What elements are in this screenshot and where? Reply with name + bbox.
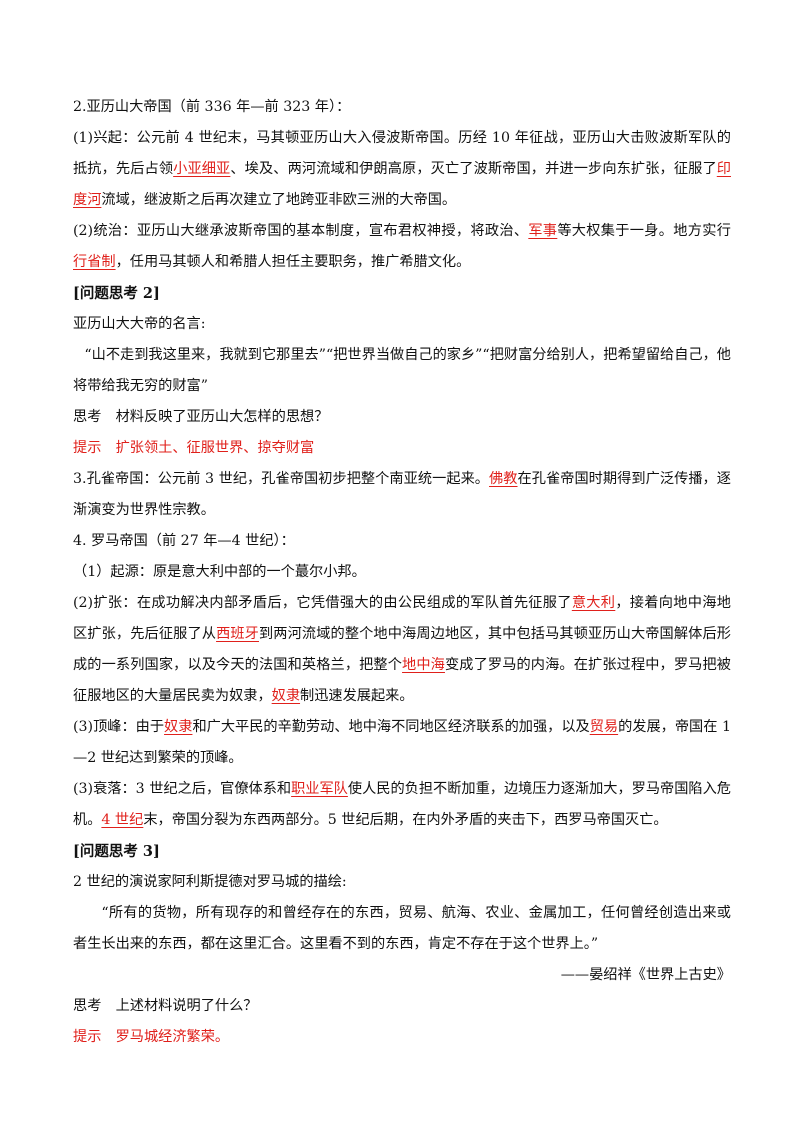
- question-3-hint: 提示 罗马城经济繁荣。: [73, 1029, 230, 1045]
- section-4-expand: (2)扩张：在成功解决内部矛盾后，它凭借强大的由公民组成的军队首先征服了意大利，…: [73, 595, 731, 704]
- keyword-slavery: 奴隶: [271, 688, 301, 704]
- question-2-heading: [问题思考 2]: [73, 285, 160, 302]
- section-3: 3.孔雀帝国：公元前 3 世纪，孔雀帝国初步把整个南亚统一起来。佛教在孔雀帝国时…: [73, 471, 731, 518]
- keyword-professional-army: 职业军队: [291, 781, 348, 797]
- section-4-peak: (3)顶峰：由于奴隶和广大平民的辛勤劳动、地中海不同地区经济联系的加强，以及贸易…: [73, 719, 731, 766]
- question-3-heading: [问题思考 3]: [73, 843, 160, 860]
- keyword-italy: 意大利: [571, 595, 616, 611]
- question-2-intro: 亚历山大大帝的名言:: [73, 316, 206, 332]
- section-4-title: 4. 罗马帝国（前 27 年—4 世纪）：: [73, 533, 295, 549]
- keyword-spain: 西班牙: [216, 626, 259, 642]
- keyword-trade: 贸易: [589, 719, 619, 735]
- keyword-mediterranean: 地中海: [402, 657, 445, 673]
- section-4-origin: （1）起源：原是意大利中部的一个蕞尔小邦。: [73, 564, 366, 580]
- question-3-intro: 2 世纪的演说家阿利斯提德对罗马城的描绘:: [73, 874, 347, 890]
- question-3-think: 思考 上述材料说明了什么？: [73, 998, 258, 1014]
- question-2-think: 思考 材料反映了亚历山大怎样的思想？: [73, 409, 329, 425]
- section-2-rule: (2)统治：亚历山大继承波斯帝国的基本制度，宣布君权神授，将政治、军事等大权集于…: [73, 223, 731, 270]
- keyword-4th-century: 4 世纪: [101, 812, 144, 828]
- section-4-decline: (3)衰落：3 世纪之后，官僚体系和职业军队使人民的负担不断加重，边境压力逐渐加…: [73, 781, 731, 828]
- keyword-slaves: 奴隶: [164, 719, 193, 735]
- keyword-indus: 印度河: [73, 161, 731, 208]
- section-2-rise: (1)兴起：公元前 4 世纪末，马其顿亚历山大入侵波斯帝国。历经 10 年征战，…: [73, 130, 731, 208]
- section-2-title: 2.亚历山大帝国（前 336 年—前 323 年）：: [73, 99, 351, 115]
- document-body: 2.亚历山大帝国（前 336 年—前 323 年）： (1)兴起：公元前 4 世…: [73, 92, 731, 1053]
- keyword-asia-minor: 小亚细亚: [173, 161, 231, 177]
- keyword-military: 军事: [528, 223, 558, 239]
- question-3-source: ——晏绍祥《世界上古史》: [560, 967, 731, 983]
- question-3-quote: “所有的货物，所有现存的和曾经存在的东西，贸易、航海、农业、金属加工，任何曾经创…: [73, 905, 731, 952]
- question-2-quote: “山不走到我这里来，我就到它那里去”“把世界当做自己的家乡”“把财富分给别人，把…: [73, 347, 731, 394]
- keyword-province-system: 行省制: [73, 254, 116, 270]
- question-2-hint: 提示 扩张领土、征服世界、掠夺财富: [73, 440, 315, 456]
- keyword-buddhism: 佛教: [489, 471, 518, 487]
